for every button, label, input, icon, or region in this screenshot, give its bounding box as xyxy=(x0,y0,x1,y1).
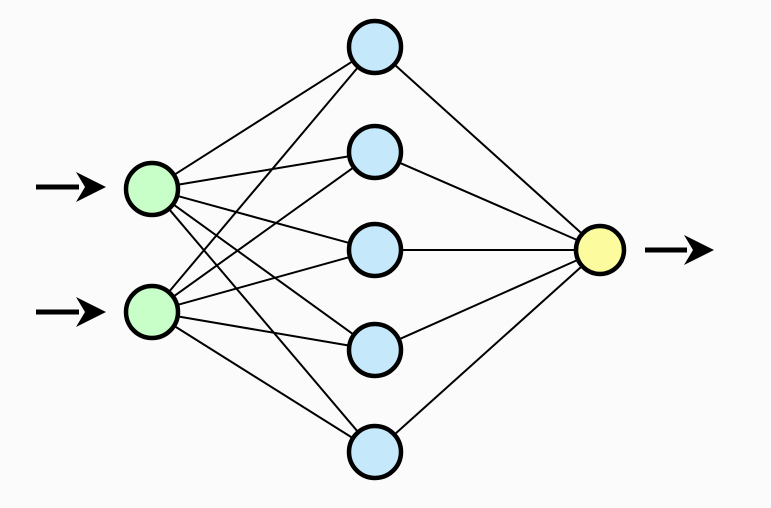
edge-i2-h4 xyxy=(175,315,352,347)
edge-h4-o1 xyxy=(396,258,581,342)
edges-group xyxy=(166,59,585,440)
edge-i1-h2 xyxy=(175,155,352,186)
edge-h1-o1 xyxy=(392,62,585,236)
input-arrow-bottom-head xyxy=(76,297,106,327)
node-hidden-5[interactable] xyxy=(346,423,404,481)
edge-i2-h5 xyxy=(171,324,356,440)
node-input-2[interactable] xyxy=(123,283,181,341)
input-arrow-top xyxy=(36,172,106,202)
output-arrow xyxy=(645,235,714,265)
node-input-1[interactable] xyxy=(123,160,181,218)
arrows-group xyxy=(36,172,714,327)
node-hidden-2[interactable] xyxy=(346,123,404,181)
edge-i2-h3 xyxy=(174,255,353,307)
edge-i1-h3 xyxy=(174,194,353,245)
node-hidden-4[interactable] xyxy=(346,321,404,379)
node-output-1[interactable] xyxy=(573,223,627,277)
node-hidden-3[interactable] xyxy=(346,221,404,279)
input-arrow-top-head xyxy=(76,172,106,202)
edge-i1-h5 xyxy=(166,206,361,435)
nodes-group xyxy=(123,18,627,481)
edge-i2-h2 xyxy=(170,165,357,299)
edge-i1-h4 xyxy=(170,202,357,337)
node-hidden-1[interactable] xyxy=(346,18,404,76)
output-arrow-head xyxy=(684,235,714,265)
edge-h2-o1 xyxy=(396,160,581,243)
edge-i2-h1 xyxy=(166,64,361,295)
edge-h5-o1 xyxy=(392,264,585,437)
edge-i1-h1 xyxy=(171,59,356,177)
input-arrow-bottom xyxy=(36,297,106,327)
